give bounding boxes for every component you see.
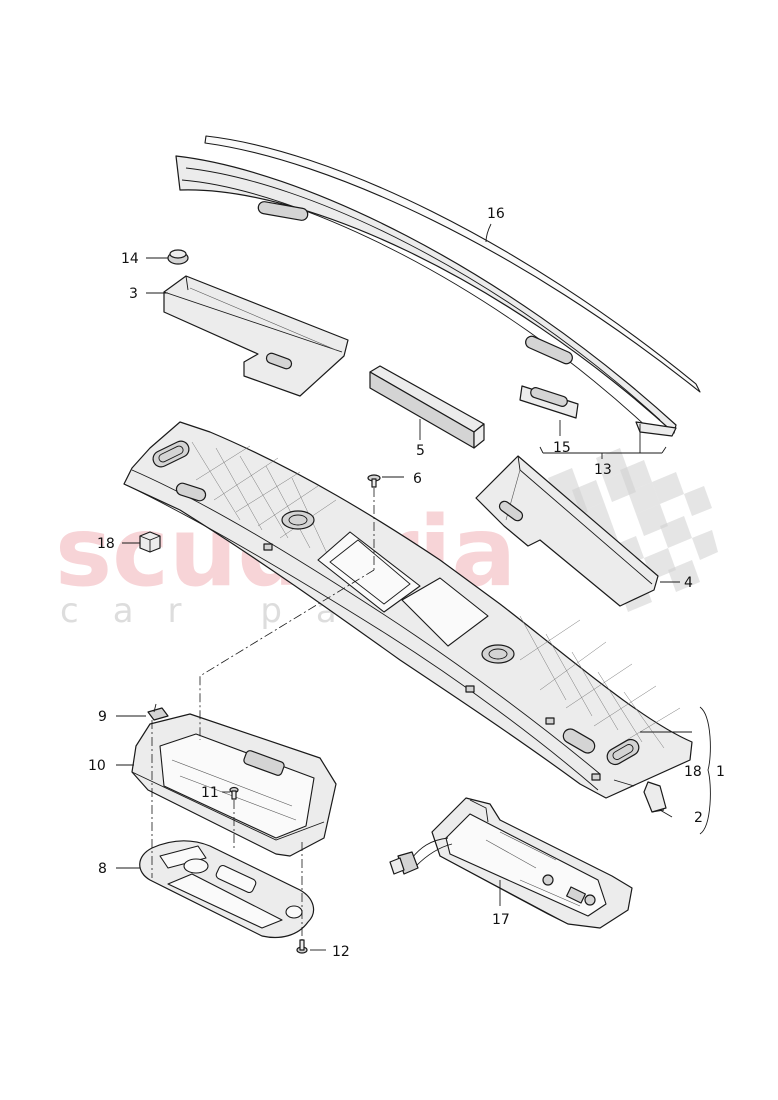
part-3-padding-left (163, 275, 349, 397)
callout-10: 10 (88, 758, 106, 774)
assembly-lines (151, 488, 375, 940)
callout-6: 6 (413, 471, 422, 487)
callout-15: 15 (553, 440, 571, 456)
part-2-cap (643, 781, 667, 813)
callout-3: 3 (129, 286, 138, 302)
part-6-screw (367, 474, 381, 488)
callout-4: 4 (684, 575, 693, 591)
part-1-headliner-panel (123, 421, 693, 799)
callout-11: 11 (201, 785, 219, 801)
callout-8: 8 (98, 861, 107, 877)
callout-5: 5 (416, 443, 425, 459)
callout-13: 13 (594, 462, 612, 478)
part-8-lens-plate (139, 840, 315, 939)
part-16-header-strip (175, 135, 701, 437)
part-12-screw (296, 939, 308, 954)
part-9-clip (147, 703, 169, 721)
callout-9: 9 (98, 709, 107, 725)
part-10-console-frame (131, 713, 337, 857)
part-18-spacer-left (139, 531, 161, 553)
part-17-reading-light (389, 797, 633, 929)
callout-12: 12 (332, 944, 350, 960)
part-4-padding-right (475, 455, 659, 607)
callout-18-left: 18 (97, 536, 115, 552)
part-15-pad (519, 385, 579, 419)
leader-lines (116, 223, 711, 951)
part-11-screw (229, 786, 239, 800)
callout-labels: 16 14 3 5 15 13 6 18 4 9 10 18 1 11 2 8 … (88, 206, 725, 960)
callout-1: 1 (716, 764, 725, 780)
callout-14: 14 (121, 251, 139, 267)
part-5-foam-bar (369, 365, 485, 449)
part-14-plug (167, 249, 189, 265)
callout-2: 2 (694, 810, 703, 826)
callout-18-right: 18 (684, 764, 702, 780)
callout-17: 17 (492, 912, 510, 928)
callout-16: 16 (487, 206, 505, 222)
